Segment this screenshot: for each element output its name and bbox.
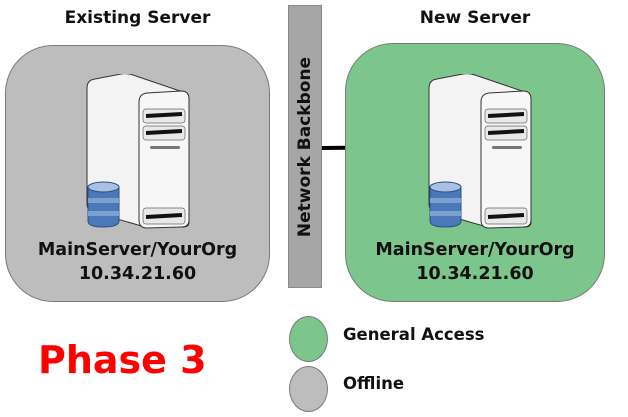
new-server-name: MainServer/YourOrg — [375, 240, 575, 260]
server-icon — [425, 74, 535, 229]
legend-general-access-swatch — [289, 316, 328, 362]
network-backbone: Network Backbone — [288, 5, 322, 288]
new-server-ip: 10.34.21.60 — [416, 264, 534, 284]
server-icon — [83, 74, 193, 229]
new-server-heading: New Server — [419, 8, 531, 28]
new-server-box: MainServer/YourOrg 10.34.21.60 — [345, 43, 605, 302]
legend-offline-label: Offline — [343, 374, 405, 393]
network-backbone-label: Network Backbone — [295, 56, 315, 237]
existing-server-name: MainServer/YourOrg — [37, 240, 238, 260]
phase-label: Phase 3 — [38, 338, 207, 382]
existing-server-box: MainServer/YourOrg 10.34.21.60 — [5, 45, 270, 302]
existing-server-ip: 10.34.21.60 — [78, 264, 197, 284]
legend-general-access-label: General Access — [343, 325, 485, 344]
existing-server-heading: Existing Server — [64, 8, 211, 28]
legend-offline-swatch — [289, 366, 328, 412]
